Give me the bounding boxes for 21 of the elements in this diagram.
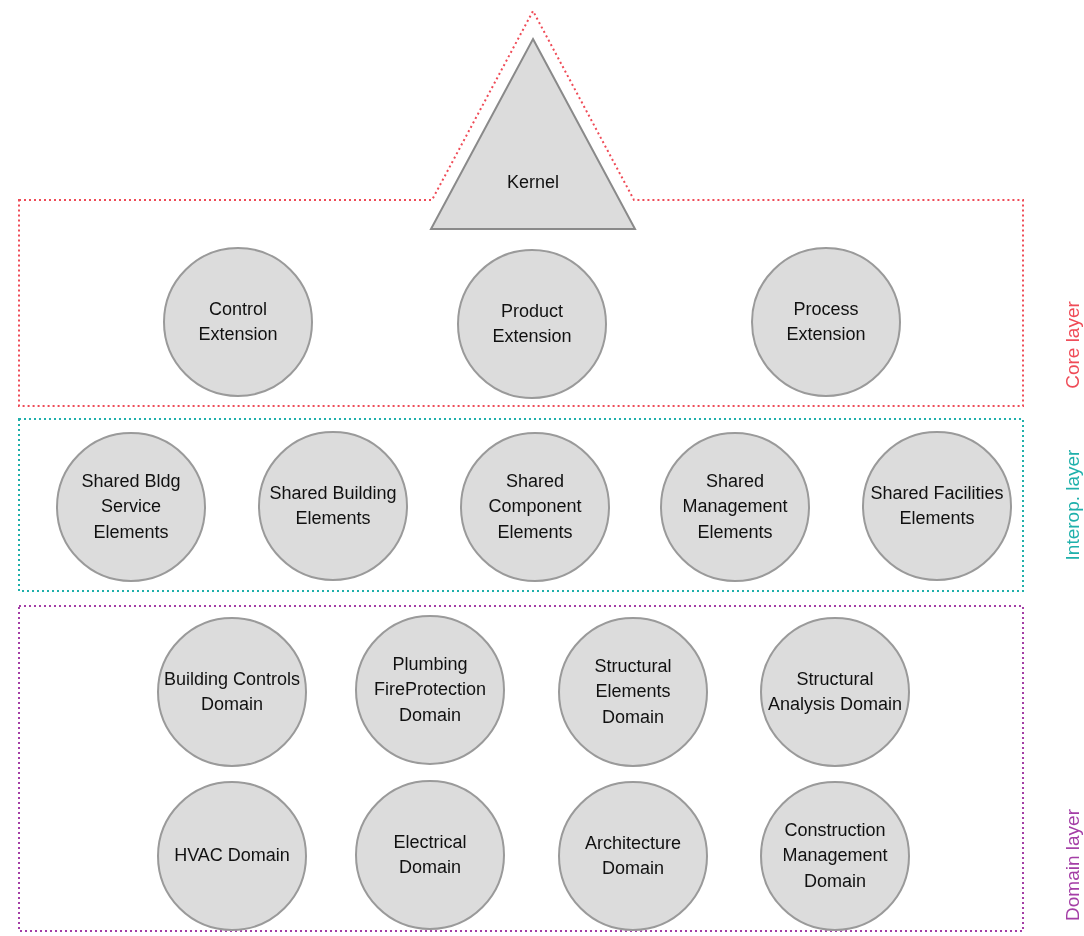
module-circle: Shared Facilities Elements <box>862 431 1012 581</box>
module-circle: Shared Management Elements <box>660 432 810 582</box>
module-circle: Plumbing FireProtection Domain <box>355 615 505 765</box>
module-circle: Building Controls Domain <box>157 617 307 767</box>
module-circle: Shared Bldg Service Elements <box>56 432 206 582</box>
module-label: Kernel <box>506 172 560 193</box>
module-circle: Structural Analysis Domain <box>760 617 910 767</box>
layer-label: Core layer <box>1061 301 1084 389</box>
module-circle: Structural Elements Domain <box>558 617 708 767</box>
module-circle: Construction Management Domain <box>760 781 910 931</box>
module-circle: HVAC Domain <box>157 781 307 931</box>
layer-label: Domain layer <box>1061 809 1084 921</box>
module-circle: Control Extension <box>163 247 313 397</box>
kernel-triangle <box>430 38 636 230</box>
layer-label: Interop. layer <box>1061 449 1084 561</box>
module-circle: Architecture Domain <box>558 781 708 931</box>
module-circle: Process Extension <box>751 247 901 397</box>
module-circle: Shared Building Elements <box>258 431 408 581</box>
module-circle: Shared Component Elements <box>460 432 610 582</box>
module-circle: Electrical Domain <box>355 780 505 930</box>
module-circle: Product Extension <box>457 249 607 399</box>
